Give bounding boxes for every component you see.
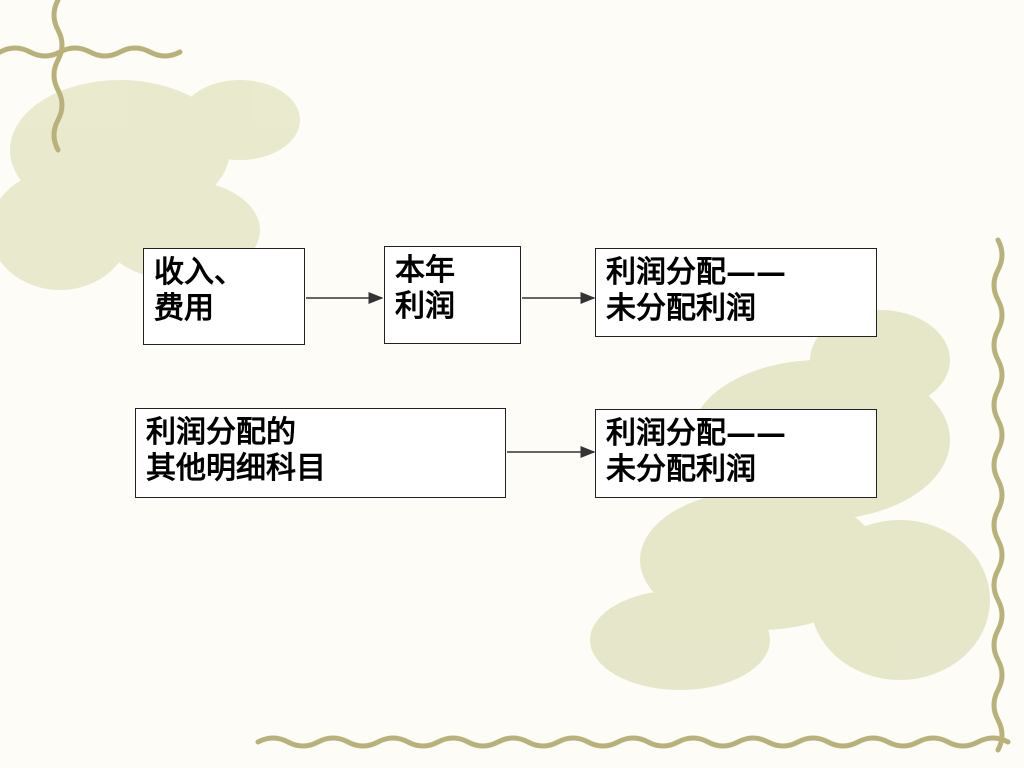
box-income-expense-line1: 收入、: [154, 255, 244, 290]
vine-decoration-bottom: [255, 735, 1011, 749]
box-undistributed-profit-bottom-line2: 未分配利润: [606, 452, 756, 487]
box-current-year-profit: 本年 利润: [384, 246, 521, 344]
box-current-year-profit-line1: 本年: [395, 253, 455, 288]
box-other-detail-accounts-line1: 利润分配的: [146, 415, 296, 450]
box-undistributed-profit-top-line2: 未分配利润: [606, 291, 756, 326]
box-other-detail-accounts: 利润分配的 其他明细科目: [135, 408, 506, 498]
vine-decoration-right: [991, 237, 1005, 753]
box-income-expense-line2: 费用: [154, 291, 214, 326]
box-undistributed-profit-bottom: 利润分配—— 未分配利润: [595, 409, 877, 498]
box-undistributed-profit-top-line1: 利润分配——: [606, 255, 786, 290]
blossom-decoration-bottom-right: [590, 310, 990, 690]
box-income-expense: 收入、 费用: [143, 248, 305, 345]
box-undistributed-profit-top: 利润分配—— 未分配利润: [595, 248, 877, 337]
blossom-decoration-top-left: [0, 80, 300, 290]
box-current-year-profit-line2: 利润: [395, 289, 455, 324]
box-undistributed-profit-bottom-line1: 利润分配——: [606, 416, 786, 451]
vine-decoration-left: [51, 0, 65, 153]
vine-decoration-top: [0, 45, 183, 59]
box-other-detail-accounts-line2: 其他明细科目: [146, 451, 326, 486]
